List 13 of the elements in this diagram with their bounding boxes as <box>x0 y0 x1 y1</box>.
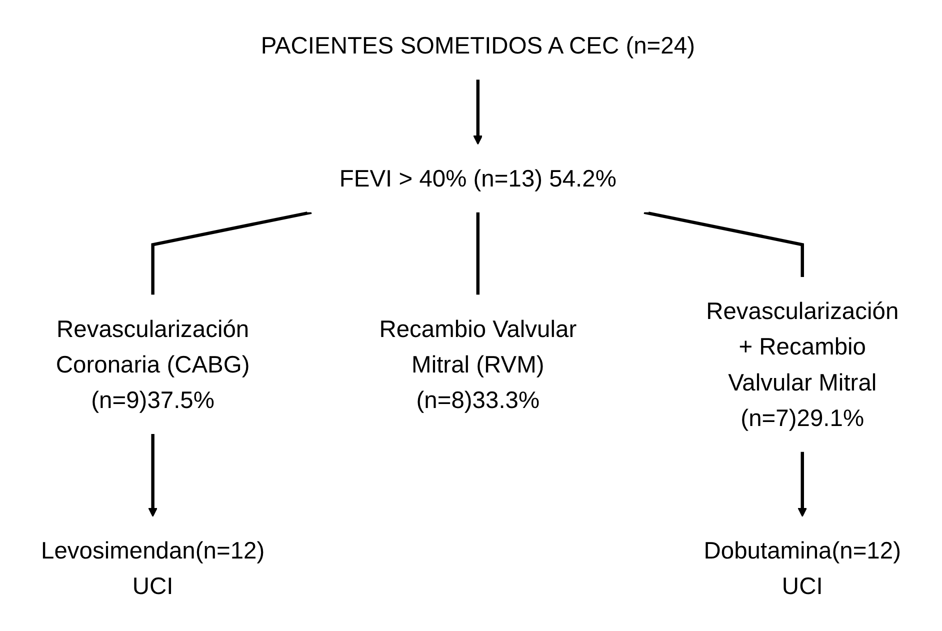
node-text: Recambio Valvular Mitral (RVM) (n=8)33.3% <box>379 314 577 414</box>
node-text: FEVI > 40% (n=13) 54.2% <box>339 164 616 192</box>
node-text: Dobutamina(n=12) UCI <box>704 536 901 600</box>
arrow <box>473 79 483 144</box>
connector <box>644 210 804 277</box>
node-text: Revascularización + Recambio Valvular Mitral (n=7)29.1% <box>706 297 899 431</box>
connector <box>151 210 312 294</box>
node-text: Revascularización Coronaria (CABG) (n=9)37.5% <box>56 314 250 414</box>
connector <box>476 212 480 294</box>
arrow <box>148 434 158 517</box>
arrow <box>798 451 808 517</box>
node-text: PACIENTES SOMETIDOS A CEC (n=24) <box>260 32 695 59</box>
node-text: Levosimendan(n=12) UCI <box>41 536 265 600</box>
